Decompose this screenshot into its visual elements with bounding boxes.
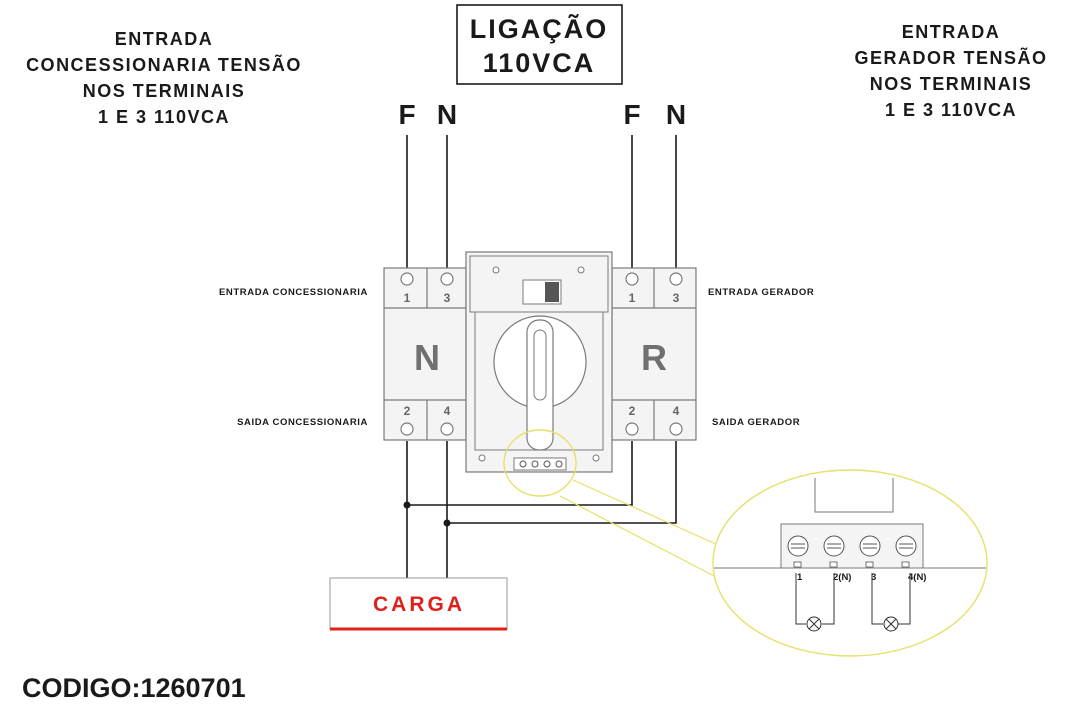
left-header-line: CONCESSIONARIA TENSÃO	[26, 54, 302, 75]
right-neutral-label: N	[666, 99, 686, 130]
left-header-line: 1 E 3 110VCA	[98, 107, 230, 127]
input-wires	[406, 135, 677, 268]
terminal-label: 2	[404, 404, 411, 418]
right-header: ENTRADA GERADOR TENSÃO NOS TERMINAIS 1 E…	[854, 22, 1047, 120]
title-line2: 110VCA	[483, 48, 596, 78]
terminal-label: 3	[444, 291, 451, 305]
load-box: CARGA	[329, 577, 508, 631]
terminal-label: 4	[444, 404, 451, 418]
lamp-icon	[883, 616, 899, 632]
load-label: CARGA	[373, 593, 465, 616]
module-n-letter: N	[414, 337, 440, 378]
label-saida-concessionaria: SAIDA CONCESSIONARIA	[237, 417, 368, 428]
detail-terminal-label: 3	[871, 572, 876, 583]
terminal-label: 1	[629, 291, 636, 305]
terminal-label: 4	[673, 404, 680, 418]
transfer-switch	[465, 251, 613, 473]
module-r-letter: R	[641, 337, 667, 378]
title-box	[456, 4, 623, 85]
module-n: 1 3 2 4 N	[383, 267, 467, 441]
left-header-line: ENTRADA	[115, 29, 214, 49]
right-header-line: NOS TERMINAIS	[870, 74, 1033, 94]
left-neutral-label: N	[437, 99, 457, 130]
left-phase-label: F	[398, 99, 415, 130]
terminal-label: 1	[404, 291, 411, 305]
right-header-line: GERADOR TENSÃO	[854, 47, 1047, 68]
label-entrada-concessionaria: ENTRADA CONCESSIONARIA	[219, 287, 368, 298]
product-code: CODIGO:1260701	[22, 673, 246, 703]
terminal-detail: 1 2(N) 3 4(N)	[712, 469, 988, 657]
label-entrada-gerador: ENTRADA GERADOR	[708, 287, 814, 298]
title-line1: LIGAÇÃO	[470, 13, 609, 44]
right-header-line: 1 E 3 110VCA	[885, 100, 1017, 120]
detail-terminal-label: 1	[797, 572, 803, 583]
detail-terminal-label: 2(N)	[833, 572, 851, 583]
terminal-label: 3	[673, 291, 680, 305]
label-saida-gerador: SAIDA GERADOR	[712, 417, 800, 428]
detail-callout	[503, 429, 719, 579]
left-header-line: NOS TERMINAIS	[83, 81, 246, 101]
terminal-label: 2	[629, 404, 636, 418]
output-wires	[403, 441, 677, 578]
right-phase-label: F	[623, 99, 640, 130]
right-header-line: ENTRADA	[902, 22, 1001, 42]
detail-terminal-label: 4(N)	[908, 572, 926, 583]
lamp-icon	[806, 616, 822, 632]
left-header: ENTRADA CONCESSIONARIA TENSÃO NOS TERMIN…	[26, 29, 302, 127]
module-r: 1 3 2 4 R	[611, 267, 697, 441]
